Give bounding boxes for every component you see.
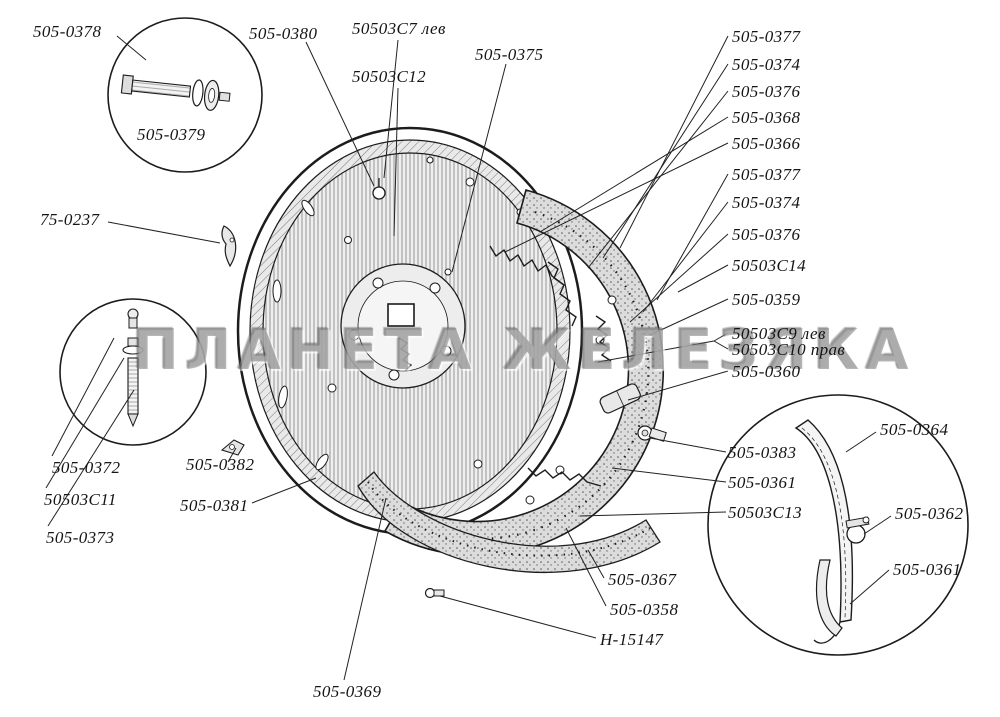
part-label-50503С12: 50503С12	[352, 67, 427, 86]
small-parts	[220, 178, 667, 599]
part-label-505-0366: 505-0366	[732, 134, 801, 153]
part-label-50503С7-лев: 50503С7 лев	[352, 19, 446, 38]
detail-inset-bolt	[107, 17, 263, 173]
part-label-505-0362: 505-0362	[895, 504, 964, 523]
detail-inset-stud	[59, 298, 207, 446]
part-label-505-0379: 505-0379	[137, 125, 206, 144]
part-label-505-0360: 505-0360	[732, 362, 801, 381]
part-label-Н-15147: Н-15147	[600, 630, 664, 649]
part-label-505-0382: 505-0382	[186, 455, 255, 474]
part-label-505-0378: 505-0378	[33, 22, 102, 41]
part-label-505-0377: 505-0377	[732, 27, 801, 46]
leader-lines	[45, 35, 892, 681]
part-label-50503С10-прав: 50503С10 прав	[732, 340, 846, 359]
part-label-505-0373: 505-0373	[46, 528, 115, 547]
return-springs	[489, 245, 612, 487]
part-label-505-0361: 505-0361	[728, 473, 797, 492]
part-label-505-0368: 505-0368	[732, 108, 801, 127]
part-label-505-0374: 505-0374	[732, 193, 801, 212]
part-label-505-0369: 505-0369	[313, 682, 382, 701]
part-label-505-0361: 505-0361	[893, 560, 962, 579]
part-label-505-0364: 505-0364	[880, 420, 949, 439]
part-label-505-0374: 505-0374	[732, 55, 801, 74]
bolt-n-15147	[424, 587, 445, 599]
part-label-50503С11: 50503С11	[44, 490, 117, 509]
part-label-50503С9-лев: 50503С9 лев	[732, 324, 826, 343]
hub	[340, 263, 466, 389]
detail-inset-levers	[707, 394, 969, 656]
part-label-50503С14: 50503С14	[732, 256, 807, 275]
adjuster	[637, 425, 667, 442]
part-label-50503С13: 50503С13	[728, 503, 803, 522]
part-label-505-0383: 505-0383	[728, 443, 797, 462]
part-label-505-0358: 505-0358	[610, 600, 679, 619]
part-label-505-0376: 505-0376	[732, 225, 801, 244]
part-label-75-0237: 75-0237	[40, 210, 100, 229]
anchor-pin	[372, 178, 386, 200]
part-label-505-0381: 505-0381	[180, 496, 249, 515]
part-label-505-0377: 505-0377	[732, 165, 801, 184]
part-label-505-0359: 505-0359	[732, 290, 801, 309]
part-label-505-0380: 505-0380	[249, 24, 318, 43]
part-label-505-0375: 505-0375	[475, 45, 544, 64]
bracket-75-0237	[221, 225, 237, 268]
brake-band	[357, 471, 661, 574]
part-label-505-0367: 505-0367	[608, 570, 677, 589]
part-label-505-0376: 505-0376	[732, 82, 801, 101]
wheel-cylinder	[599, 383, 641, 414]
part-label-505-0372: 505-0372	[52, 458, 121, 477]
